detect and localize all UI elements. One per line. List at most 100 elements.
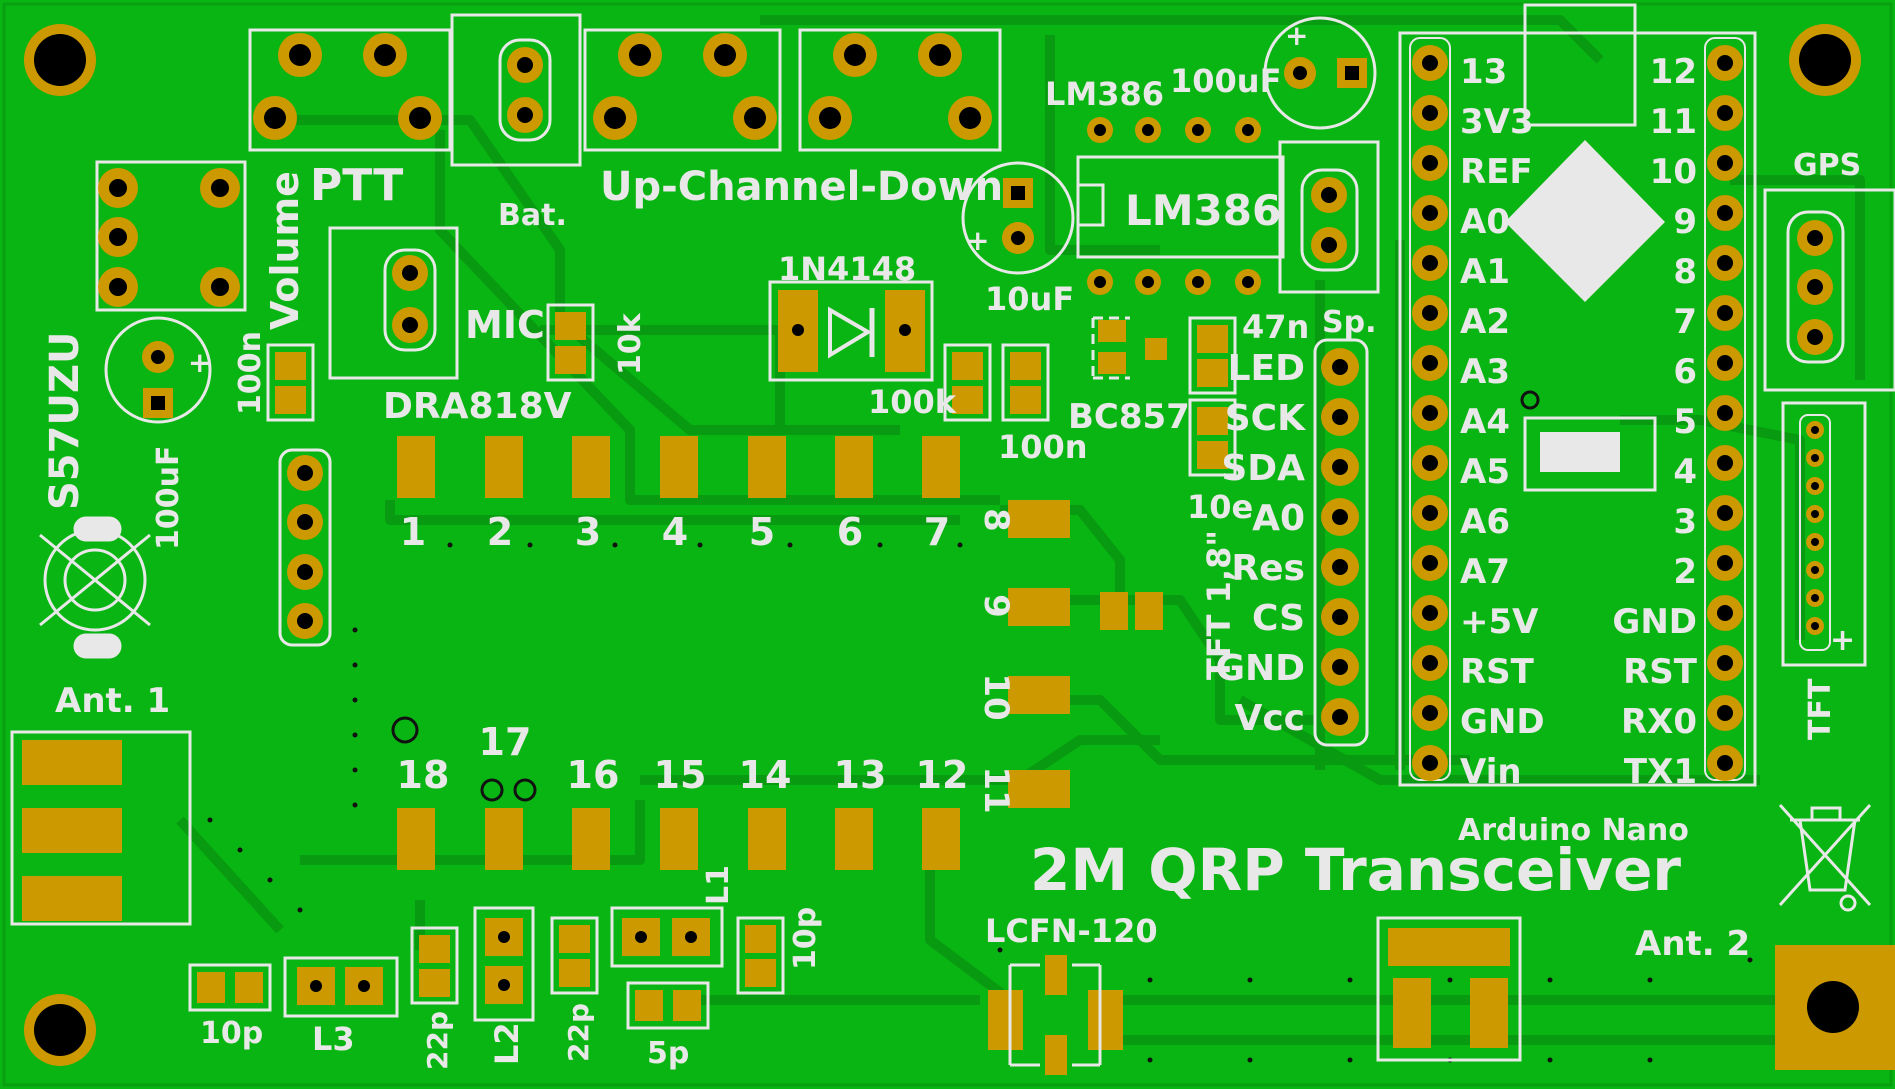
dra-pin-7: 7 [924,510,950,554]
inductor-l3 [283,956,399,1018]
board-title: 2M QRP Transceiver [1030,836,1681,904]
label-bc857: BC857 [1068,397,1190,437]
label-10p-left: 10p [200,1016,263,1051]
arduino-nano [1398,3,1757,787]
nano-pin-5: 5 [1673,402,1697,442]
label-22p-a: 22p [421,1011,454,1070]
tft-pin-sda: SDA [1221,448,1305,489]
nano-pin-6: 6 [1673,352,1697,392]
nano-pin-10: 10 [1650,152,1697,192]
label-lm386-chip: LM386 [1125,186,1281,235]
label-10p-right: 10p [788,907,823,970]
label-mic: MIC [465,303,545,347]
pin-header-4 [278,448,332,647]
label-l1: L1 [701,865,736,905]
label-5p: 5p [647,1036,689,1071]
nano-pin-a3: A3 [1460,352,1510,392]
nano-pin-a2: A2 [1460,302,1510,342]
capacitor-100n-left [266,343,315,422]
cap-plus-left: + [188,346,211,379]
mounting-holes [24,24,1861,1066]
tft-header-8 [1313,338,1369,747]
resistor-10e [1188,398,1237,477]
dra-pin-2: 2 [487,510,513,554]
label-lm386-top: LM386 [1045,75,1164,113]
volume-potentiometer [95,160,247,312]
label-100n-mid: 100n [998,428,1088,466]
capacitor-10p-right [736,916,785,995]
nano-pin-a6: A6 [1460,502,1510,542]
label-ptt: PTT [310,160,403,211]
dra818v-pin-numbers-top: 1 2 3 4 5 6 7 [400,510,950,554]
nano-left-pins [1409,37,1451,781]
inductor-l2 [473,906,535,1022]
tft-side-connector [1781,401,1867,667]
cap-plus-10uf: + [966,224,989,257]
down-channel-connector [798,28,1002,152]
nano-pin-13: 13 [1460,52,1507,92]
label-47n: 47n [1242,308,1309,346]
nano-pin-gnd-left: GND [1460,702,1545,742]
label-l3: L3 [312,1020,355,1058]
inductor-l1 [610,906,724,968]
label-l2: L2 [488,1022,526,1065]
antenna-1-connector [10,730,192,926]
dra-pin-15: 15 [654,753,707,797]
nano-left-labels: 13 3V3 REF A0 A1 A2 A3 A4 A5 A6 A7 +5V R… [1460,52,1545,792]
label-author: S57UZU [42,332,88,510]
tft-pin-gnd: GND [1215,648,1305,689]
nano-pin-a1: A1 [1460,252,1510,292]
label-sp: Sp. [1322,305,1376,340]
transistor-bc857 [1091,316,1167,380]
gps-connector [1763,188,1895,392]
nano-pin-3: 3 [1673,502,1697,542]
nano-pin-8: 8 [1673,252,1697,292]
dra-pin-6: 6 [837,510,863,554]
label-ant1: Ant. 1 [55,681,170,721]
nano-pin-a5: A5 [1460,452,1510,492]
label-lcfn-120: LCFN-120 [985,912,1158,950]
label-10uf: 10uF [985,280,1074,318]
label-100uf-top: 100uF [1170,62,1281,100]
tft-pin-labels: LED SCK SDA A0 Res CS GND Vcc [1215,348,1306,739]
dra-pin-8: 8 [976,508,1016,532]
nano-pin-7: 7 [1673,302,1697,342]
dra818v-pin-numbers-right: 8 9 10 11 [976,508,1016,814]
capacitor-10uf [961,161,1075,275]
label-1n4148: 1N4148 [778,250,916,288]
nano-pin-a7: A7 [1460,552,1510,592]
capacitor-100n-mid [1001,343,1050,422]
nano-right-pins [1704,37,1746,781]
dra818v-pads [397,436,1070,870]
tft-pin-led: LED [1228,348,1305,389]
speaker-connector [1278,140,1380,294]
dra-pin-1: 1 [400,510,426,554]
capacitor-100uf-top [1263,16,1377,130]
battery-connector [450,13,582,167]
label-gps: GPS [1793,148,1861,183]
capacitor-22p-a [410,926,459,1005]
cap-plus-top: + [1285,19,1308,52]
label-bat: Bat. [498,198,567,233]
diode-1n4148 [768,280,934,382]
label-up-channel-down: Up-Channel-Down [600,164,1003,210]
label-tft: TFT [1803,678,1838,740]
capacitor-22p-b [550,916,599,995]
tft-pin-sck: SCK [1225,398,1306,439]
label-100k: 100k [868,383,957,421]
resistor-100k [943,343,992,422]
nano-pin-rst-right: RST [1623,652,1698,692]
nano-pin-a0: A0 [1460,202,1510,242]
nano-pin-gnd-right: GND [1612,602,1697,642]
tft-pin-a0: A0 [1252,498,1305,539]
nano-pin-ref: REF [1460,152,1533,192]
dra-pin-11: 11 [976,766,1016,813]
nano-pin-a4: A4 [1460,402,1510,442]
label-10e: 10e [1187,488,1253,526]
weee-recycle-icon [1778,803,1872,912]
dra-pin-10: 10 [976,673,1016,720]
capacitor-100uf-left [104,316,212,424]
dra-pin-9: 9 [976,594,1016,618]
tft-pin-cs: CS [1252,598,1305,639]
